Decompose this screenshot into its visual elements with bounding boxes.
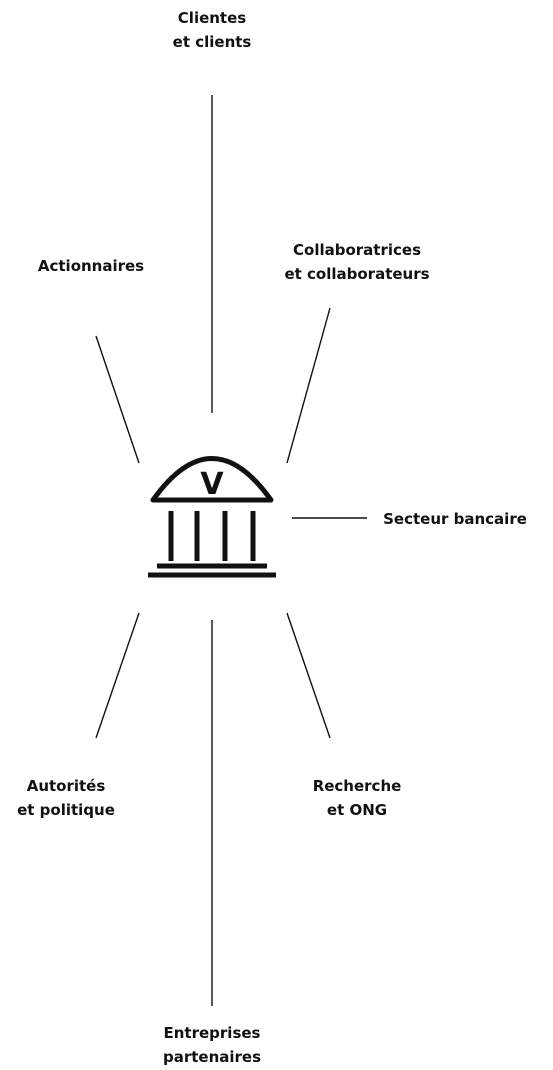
node-actionnaires: Actionnaires — [38, 254, 144, 278]
node-autorites: Autorités et politique — [17, 774, 115, 822]
node-secteur-bancaire: Secteur bancaire — [383, 507, 527, 531]
node-autorites-line1: Autorités — [26, 777, 106, 795]
connector-recherche — [286, 612, 331, 739]
node-clients-line2: et clients — [172, 33, 252, 51]
node-collaborateurs: Collaboratrices et collaborateurs — [284, 238, 429, 286]
node-collaborateurs-line1: Collaboratrices — [293, 241, 421, 259]
node-collaborateurs-line2: et collaborateurs — [284, 265, 430, 283]
node-clients-line1: Clientes — [177, 9, 247, 27]
bank-roof — [150, 456, 274, 503]
node-clients: Clientes et clients — [173, 6, 252, 54]
node-recherche-line2: et ONG — [326, 801, 388, 819]
connector-collaborateurs — [286, 307, 331, 464]
node-actionnaires-line1: Actionnaires — [37, 257, 145, 275]
node-recherche: Recherche et ONG — [313, 774, 402, 822]
connector-actionnaires — [95, 335, 140, 464]
bank-letter: V — [200, 467, 224, 502]
node-entreprises-line2: partenaires — [162, 1048, 262, 1066]
bank-building-icon: V — [148, 456, 276, 578]
node-entreprises: Entreprises partenaires — [163, 1021, 261, 1069]
node-secteur-line1: Secteur bancaire — [383, 510, 527, 528]
node-autorites-line2: et politique — [17, 801, 115, 819]
node-entreprises-line1: Entreprises — [163, 1024, 261, 1042]
node-recherche-line1: Recherche — [312, 777, 402, 795]
connector-autorites — [95, 612, 140, 739]
